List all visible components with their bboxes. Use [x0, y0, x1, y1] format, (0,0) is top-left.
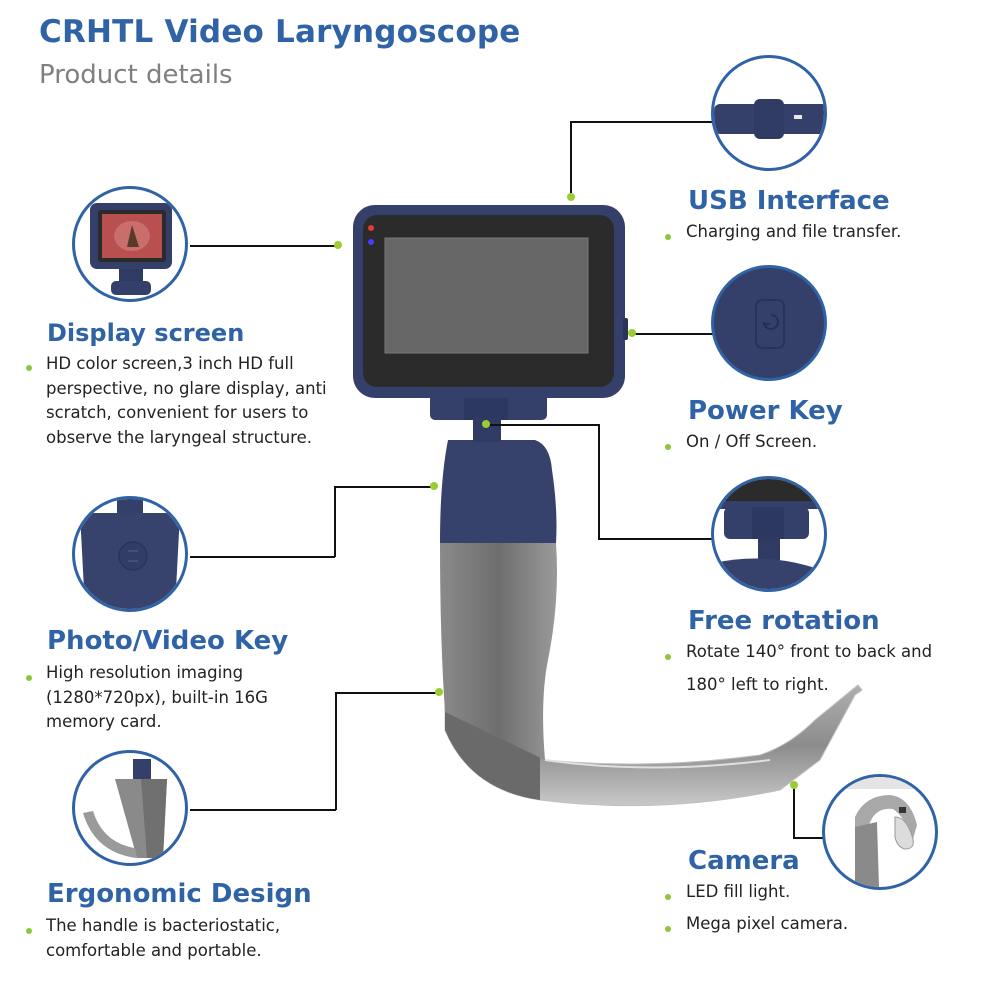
leader-line-camera-h [793, 837, 823, 839]
feature-desc-power: On / Off Screen. [686, 432, 818, 451]
bullet [26, 365, 32, 371]
camera-tip-closeup-icon [822, 774, 938, 890]
anchor-dot-photo [430, 482, 438, 490]
bullet [665, 654, 671, 660]
feature-desc-rotation-1: Rotate 140° front to back and [686, 642, 933, 661]
feature-title-photo: Photo/Video Key [47, 626, 289, 656]
bullet [26, 928, 32, 934]
feature-desc-usb: Charging and file transfer. [686, 222, 902, 241]
bullet [665, 894, 671, 900]
leader-line-rotation-v [598, 424, 600, 539]
leader-line-photo-h1 [190, 556, 335, 558]
feature-title-ergonomic: Ergonomic Design [47, 879, 312, 909]
anchor-dot-display [334, 241, 342, 249]
power-button-closeup-icon [711, 265, 827, 381]
page-title: CRHTL Video Laryngoscope [39, 14, 521, 50]
leader-line-ergo-v [335, 692, 337, 810]
anchor-dot-power [628, 329, 636, 337]
feature-title-display: Display screen [47, 319, 245, 347]
leader-line-photo-v [334, 486, 336, 557]
bullet [665, 926, 671, 932]
bullet [26, 675, 32, 681]
feature-title-power: Power Key [688, 396, 843, 426]
page-subtitle: Product details [39, 60, 233, 90]
leader-line-usb-h [570, 121, 712, 123]
feature-title-rotation: Free rotation [688, 606, 880, 636]
feature-title-usb: USB Interface [688, 186, 890, 216]
feature-desc-camera-2: Mega pixel camera. [686, 914, 849, 933]
leader-line-display [190, 245, 336, 247]
feature-desc-photo: High resolution imaging (1280*720px), bu… [46, 663, 268, 731]
feature-desc-ergonomic: The handle is bacteriostatic, comfortabl… [46, 916, 281, 960]
feature-desc-rotation-2: 180° left to right. [686, 675, 829, 694]
bullet [665, 444, 671, 450]
feature-desc-camera-1: LED fill light. [686, 882, 791, 901]
leader-line-ergo-h2 [335, 692, 437, 694]
anchor-dot-usb [567, 193, 575, 201]
leader-line-ergo-h1 [190, 809, 336, 811]
anchor-dot-rotation [482, 420, 490, 428]
leader-line-rotation-h1 [488, 424, 599, 426]
anchor-dot-camera [790, 781, 798, 789]
blade-handle-closeup-icon [72, 750, 188, 866]
photo-video-button-closeup-icon [72, 496, 188, 612]
usb-port-closeup-icon [711, 55, 827, 171]
feature-title-camera: Camera [688, 846, 800, 876]
leader-line-rotation-h2 [598, 538, 712, 540]
anchor-dot-ergo [435, 688, 443, 696]
leader-line-camera-v [793, 785, 795, 838]
bullet [665, 234, 671, 240]
leader-line-power [634, 333, 713, 335]
display-screen-closeup-icon [72, 186, 188, 302]
leader-line-photo-h2 [334, 486, 432, 488]
leader-line-usb-v [570, 121, 572, 193]
feature-desc-display: HD color screen,3 inch HD full perspecti… [46, 354, 327, 447]
hinge-closeup-icon [711, 476, 827, 592]
